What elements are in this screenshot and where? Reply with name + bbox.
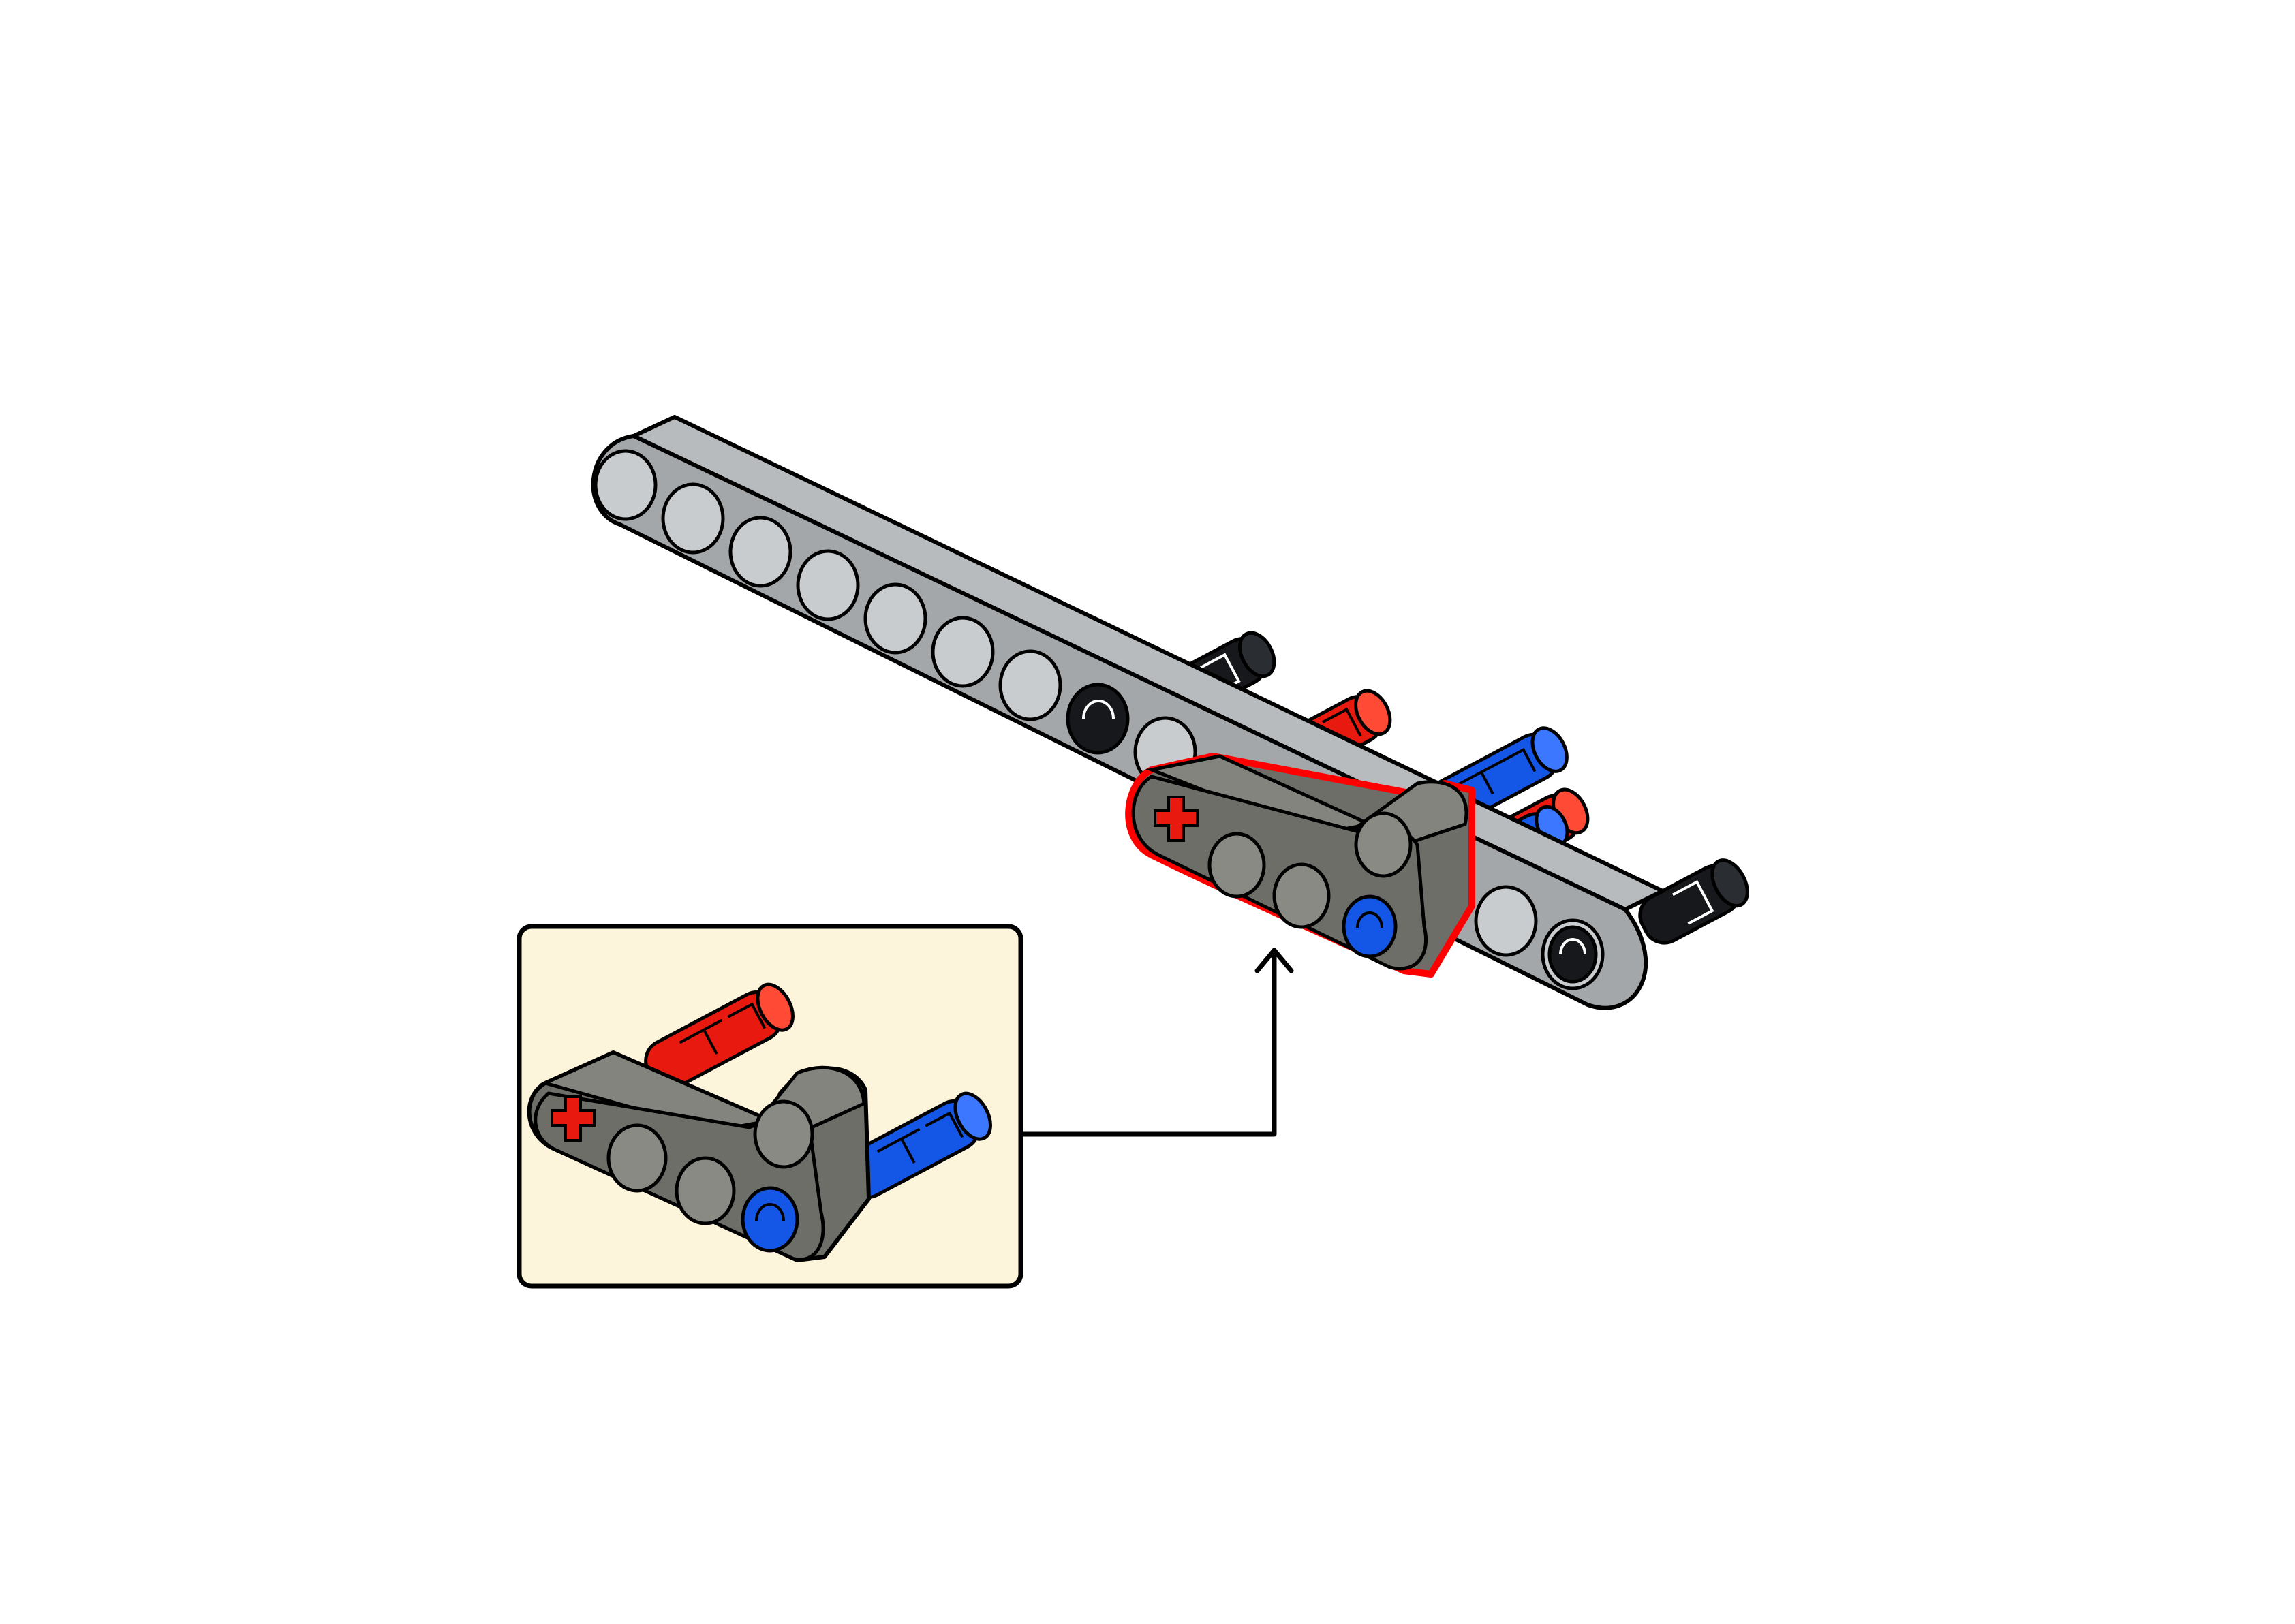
callout-axle-cross <box>551 1095 596 1142</box>
black-pin-right <box>1638 858 1749 945</box>
callout-l-beam <box>527 1050 871 1262</box>
callout-blue-pin <box>842 1091 992 1200</box>
main-assembly <box>591 415 1749 1010</box>
light-gray-beam-13 <box>591 415 1665 1010</box>
pin-head-beam-2 <box>1547 925 1598 984</box>
pin-head-beam-1 <box>1066 683 1130 755</box>
callout-blue-pin-head <box>741 1186 799 1253</box>
blue-pin-head <box>1342 894 1398 958</box>
l-beam-highlighted <box>1125 753 1475 978</box>
axle-cross-red <box>1154 796 1199 842</box>
callout-box <box>517 924 1023 1289</box>
callout-arrow <box>1019 948 1294 1137</box>
